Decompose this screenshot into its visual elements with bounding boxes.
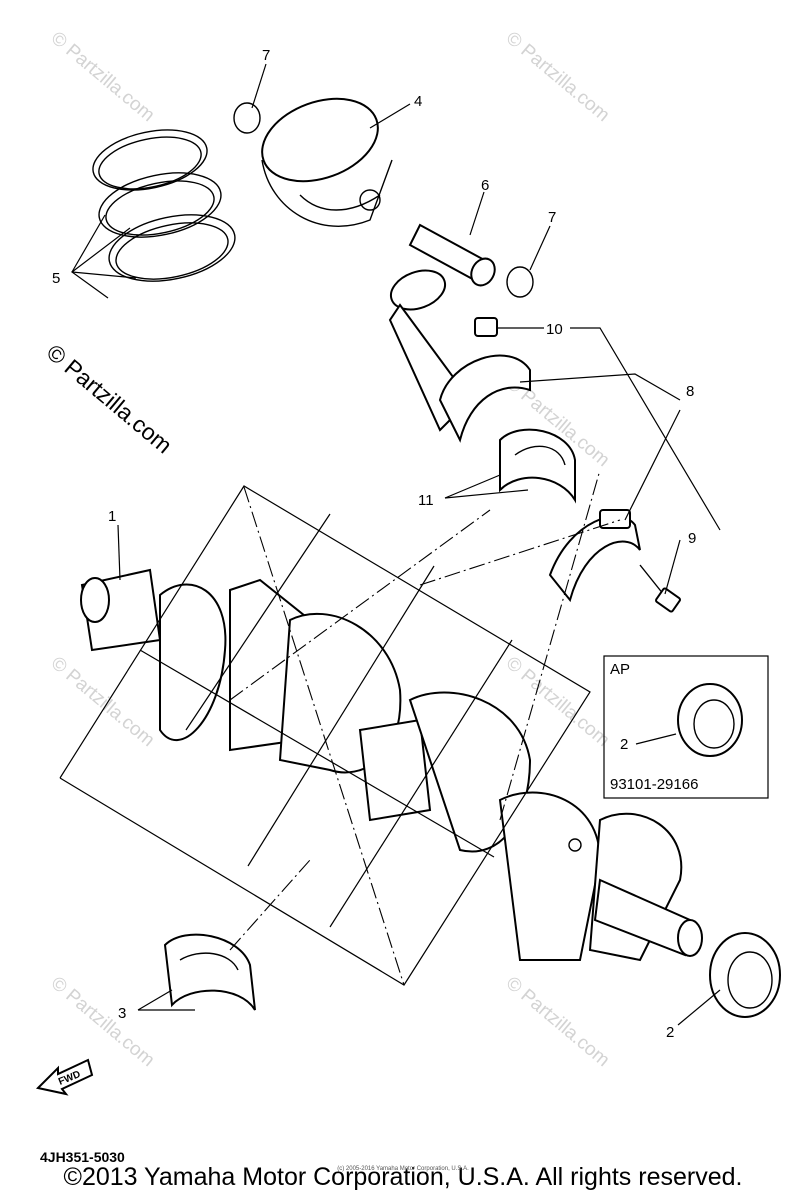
watermark-main: © Partzilla.com bbox=[42, 339, 177, 459]
inset-ap: AP 2 93101-29166 bbox=[603, 655, 769, 799]
watermark: © Partzilla.com bbox=[502, 973, 614, 1071]
main-bearings bbox=[163, 933, 256, 1011]
watermark: © Partzilla.com bbox=[502, 28, 614, 126]
watermark: © Partzilla.com bbox=[47, 653, 159, 751]
callout-11: 11 bbox=[418, 492, 434, 509]
connecting-rod bbox=[388, 269, 531, 443]
inset-part-number: 93101-29166 bbox=[610, 776, 698, 793]
piston-pin bbox=[408, 223, 496, 287]
callout-4: 4 bbox=[414, 93, 422, 110]
callout-2-inset: 2 bbox=[620, 736, 628, 753]
piston-rings bbox=[92, 129, 236, 282]
circlips bbox=[233, 102, 534, 298]
diagram-code: 4JH351-5030 bbox=[40, 1149, 125, 1165]
conrod-bearings bbox=[499, 428, 576, 504]
crankshaft bbox=[80, 568, 703, 962]
callout-5: 5 bbox=[52, 270, 60, 287]
conrod-cap bbox=[548, 509, 641, 603]
leader-lines bbox=[70, 63, 721, 1026]
assembly-outline bbox=[59, 469, 621, 986]
conrod-bolt bbox=[639, 564, 681, 613]
callout-1: 1 bbox=[108, 508, 116, 525]
callout-6: 6 bbox=[481, 177, 489, 194]
callout-3: 3 bbox=[118, 1005, 126, 1022]
watermark: © Partzilla.com bbox=[47, 973, 159, 1071]
oil-seal bbox=[709, 932, 781, 1018]
inset-title: AP bbox=[610, 661, 630, 678]
callout-7-top: 7 bbox=[262, 47, 270, 64]
callout-numbers: 7 4 6 7 5 10 8 11 1 9 3 2 bbox=[52, 47, 696, 1041]
piston bbox=[261, 97, 393, 227]
footer-small-print: (c) 2005-2016 Yamaha Motor Corporation, … bbox=[337, 1166, 469, 1172]
fwd-arrow: FWD bbox=[35, 1058, 94, 1096]
callout-7-right: 7 bbox=[548, 209, 556, 226]
callout-9: 9 bbox=[688, 530, 696, 547]
footer-copyright: ©2013 Yamaha Motor Corporation, U.S.A. A… bbox=[63, 1163, 743, 1191]
callout-8: 8 bbox=[686, 383, 694, 400]
callout-10: 10 bbox=[546, 321, 563, 338]
watermark: © Partzilla.com bbox=[47, 28, 159, 126]
callout-2-bottom: 2 bbox=[666, 1024, 674, 1041]
